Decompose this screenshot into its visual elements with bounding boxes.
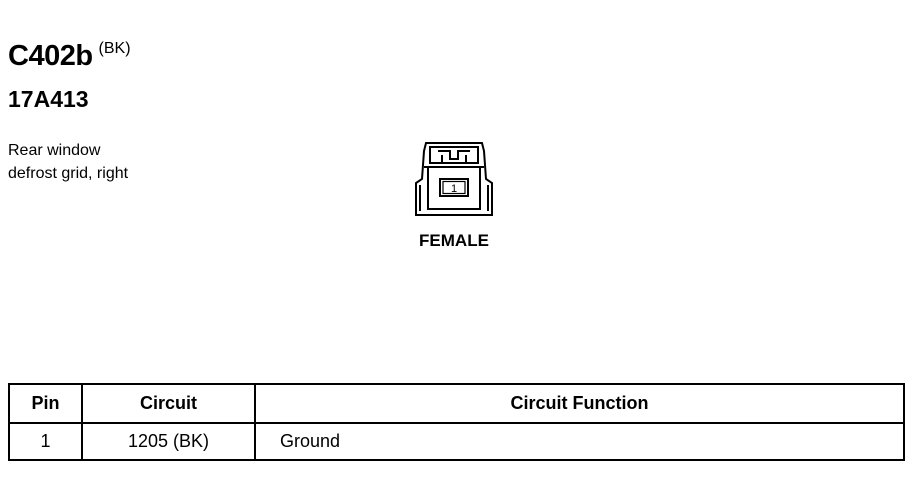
description-line-2: defrost grid, right	[8, 165, 129, 182]
connector-id: C402b	[8, 40, 93, 72]
connector-description: Rear window defrost grid, right	[8, 139, 128, 185]
cell-pin: 1	[8, 422, 83, 461]
table-header-row: Pin Circuit Circuit Function	[8, 383, 905, 424]
cell-circuit: 1205 (BK)	[81, 422, 256, 461]
header-circuit: Circuit	[81, 383, 256, 424]
table-row: 1 1205 (BK) Ground	[8, 422, 905, 461]
pin-table: Pin Circuit Circuit Function 1 1205 (BK)…	[8, 383, 905, 461]
pin-cavity-1: 1	[439, 178, 469, 197]
cell-circuit-function: Ground	[254, 422, 905, 461]
part-number: 17A413	[8, 86, 89, 112]
connector-gender: FEMALE	[419, 231, 489, 250]
description-line-1: Rear window	[8, 142, 101, 159]
connector-face-diagram: 1	[415, 142, 493, 216]
header-circuit-function: Circuit Function	[254, 383, 905, 424]
header-pin: Pin	[8, 383, 83, 424]
pin-number-label: 1	[451, 183, 457, 195]
connector-title: C402b (BK)	[8, 40, 131, 73]
connector-color-code: (BK)	[98, 40, 131, 57]
